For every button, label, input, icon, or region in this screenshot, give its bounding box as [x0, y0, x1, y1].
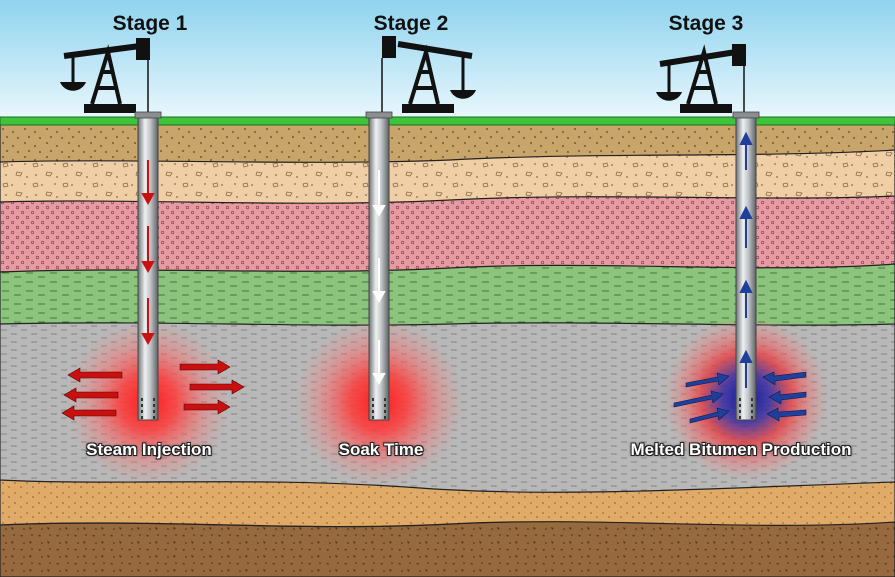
- layer-bedrock: [0, 519, 895, 577]
- stage-1-title: Stage 1: [112, 12, 188, 35]
- stage-3-title: Stage 3: [668, 12, 744, 35]
- stage-2-caption: Soak Time: [338, 440, 424, 459]
- stage-1-caption: Steam Injection: [86, 440, 212, 459]
- grass-surface: [0, 116, 895, 126]
- pumpjack-icon: [381, 36, 476, 118]
- layer-green-shale: [0, 261, 895, 326]
- steam-outflow-arrows-stage-1: [61, 359, 245, 421]
- steam-down-arrows-stage-1: [141, 160, 155, 346]
- stage-3-caption: Melted Bitumen Production: [630, 440, 852, 459]
- soak-down-arrows-stage-2: [372, 170, 386, 386]
- pumpjack-icon: [656, 44, 746, 118]
- well-stage-3: [732, 111, 760, 421]
- layer-topsoil: [0, 119, 895, 163]
- pumpjack-icon: [60, 38, 150, 118]
- layer-pink-sandstone: [0, 193, 895, 273]
- bitumen-inflow-arrows-stage-3: [673, 371, 807, 424]
- production-up-arrows-stage-3: [739, 131, 753, 388]
- stage-2-title: Stage 2: [373, 12, 449, 35]
